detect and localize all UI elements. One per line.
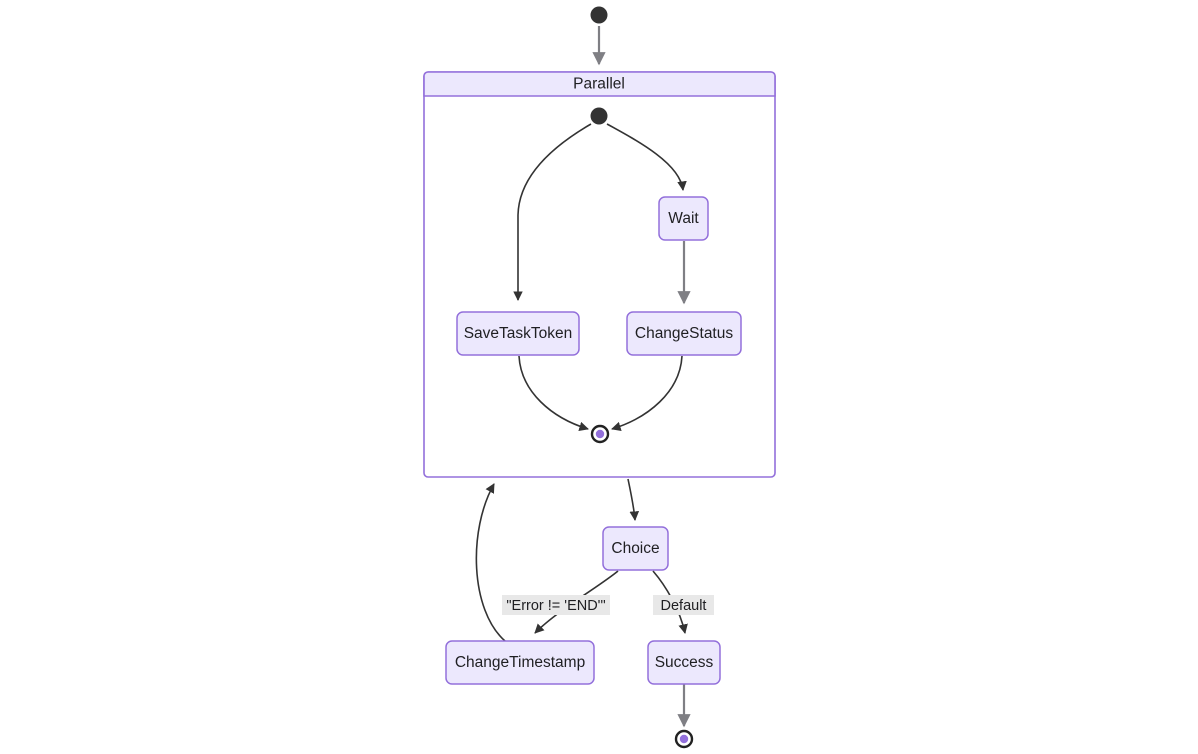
state-node-wait-label: Wait [668,210,699,227]
parallel-cluster-body [423,71,776,478]
edge-parallel-to-choice [627,478,640,521]
state-node-choice-box [602,526,669,571]
final-end-state-marker[interactable] [674,729,694,749]
state-node-success[interactable]: Success [647,640,721,685]
edge-innerstart-to-savetasktoken [513,123,592,301]
start-state-marker[interactable] [590,6,608,24]
edge-label-error-not-end-bg [502,595,610,615]
edge-label-error-not-end-text: "Error != 'END'" [506,598,605,614]
parallel-cluster[interactable]: Parallel [423,71,776,478]
parallel-inner-start-marker[interactable] [590,107,608,125]
edge-label-default: Default [653,595,714,615]
parallel-cluster-title: Parallel [573,76,625,93]
state-node-save-task-token[interactable]: SaveTaskToken [456,311,580,356]
state-node-change-timestamp-box [445,640,595,685]
state-node-choice-label: Choice [611,540,659,557]
state-node-change-timestamp[interactable]: ChangeTimestamp [445,640,595,685]
state-node-change-status-box [626,311,742,356]
edge-changestatus-to-innerend [611,355,683,432]
edge-label-default-text: Default [661,598,707,614]
state-node-wait-box [658,196,709,241]
state-node-change-status[interactable]: ChangeStatus [626,311,742,356]
state-node-save-task-token-label: SaveTaskToken [464,325,573,342]
state-node-change-status-label: ChangeStatus [635,325,733,342]
edge-innerstart-to-wait [606,123,687,191]
state-node-change-timestamp-label: ChangeTimestamp [455,654,585,671]
edge-changetimestamp-to-parallel [475,483,506,642]
edge-label-error-not-end: "Error != 'END'" [502,595,610,615]
state-node-success-box [647,640,721,685]
state-node-save-task-token-box [456,311,580,356]
edge-savetasktoken-to-innerend [518,355,589,432]
state-node-choice[interactable]: Choice [602,526,669,571]
parallel-cluster-header [423,71,776,97]
edge-label-default-bg [653,595,714,615]
state-node-success-label: Success [655,654,714,671]
parallel-inner-end-marker[interactable] [590,424,610,444]
state-node-wait[interactable]: Wait [658,196,709,241]
